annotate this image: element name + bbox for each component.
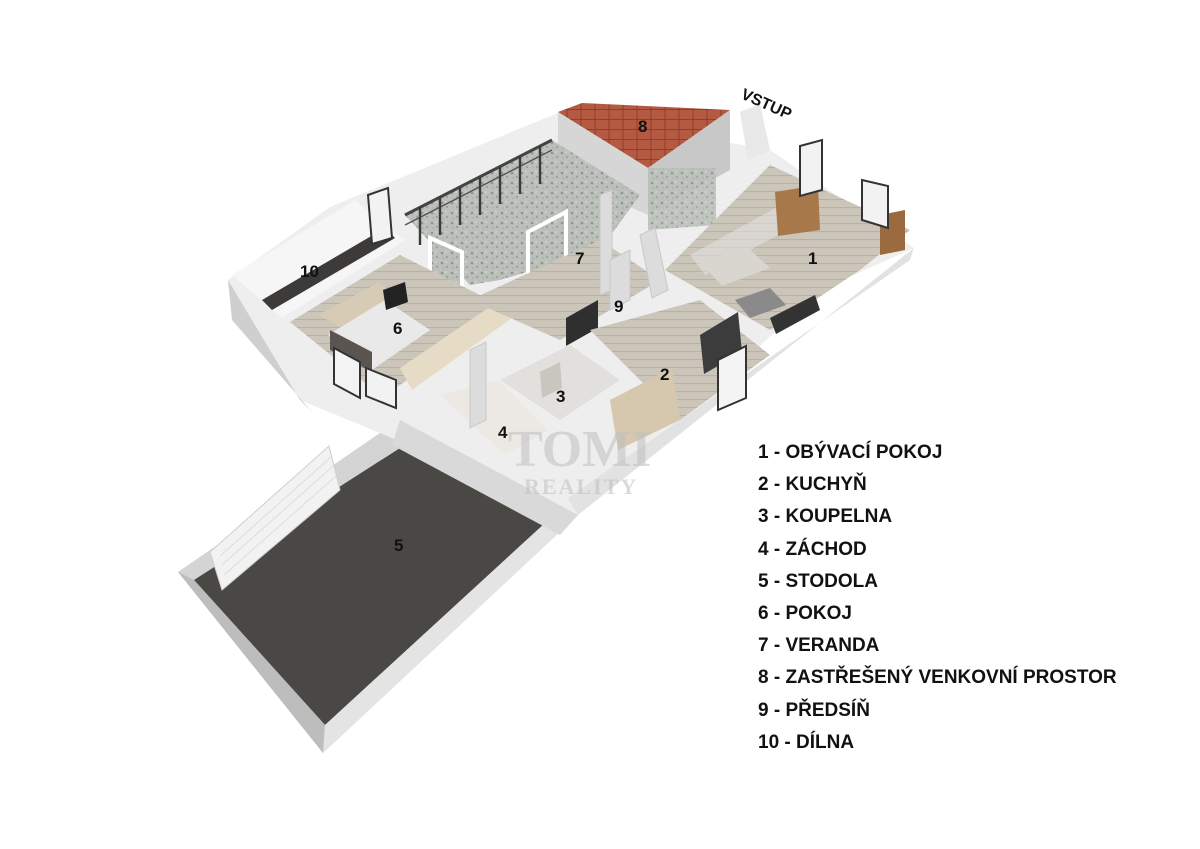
legend-item-10: 10 - DÍLNA <box>758 731 855 753</box>
legend-item-1: 1 - OBÝVACÍ POKOJ <box>758 442 943 463</box>
room-3-bathroom <box>500 345 620 420</box>
room-number-1: 1 <box>808 249 817 268</box>
legend-item-6: 6 - POKOJ <box>758 602 852 624</box>
legend-item-3: 3 - KOUPELNA <box>758 506 893 528</box>
room-number-10: 10 <box>300 262 319 281</box>
watermark-line1: TOMI <box>508 421 652 478</box>
room-6-bedroom <box>290 255 512 410</box>
room-number-labels: 1 2 3 4 5 6 7 8 9 10 <box>300 117 817 555</box>
room-number-9: 9 <box>614 297 623 316</box>
legend-item-2: 2 - KUCHYŇ <box>758 474 867 496</box>
room-number-5: 5 <box>394 536 403 555</box>
legend-item-7: 7 - VERANDA <box>758 635 880 657</box>
room-10-workshop <box>232 186 405 318</box>
room-number-8: 8 <box>638 117 647 136</box>
room-number-3: 3 <box>556 387 565 406</box>
interior-walls <box>469 189 669 429</box>
legend-item-9: 9 - PŘEDSÍŇ <box>758 699 870 721</box>
watermark-line2: REALITY <box>524 474 638 499</box>
room-4-toilet <box>440 380 548 455</box>
legend-item-4: 4 - ZÁCHOD <box>758 538 867 560</box>
room-number-2: 2 <box>660 365 669 384</box>
room-2-kitchen <box>590 300 770 450</box>
room-number-4: 4 <box>498 423 508 442</box>
legend-item-5: 5 - STODOLA <box>758 570 878 592</box>
watermark: TOMI REALITY <box>508 421 652 499</box>
room-number-7: 7 <box>575 249 584 268</box>
legend-item-8: 8 - ZASTŘEŠENÝ VENKOVNÍ PROSTOR <box>758 667 1117 689</box>
room-number-6: 6 <box>393 319 402 338</box>
room-1-living-room <box>665 138 910 334</box>
room-legend: 1 - OBÝVACÍ POKOJ 2 - KUCHYŇ 3 - KOUPELN… <box>758 440 1117 762</box>
